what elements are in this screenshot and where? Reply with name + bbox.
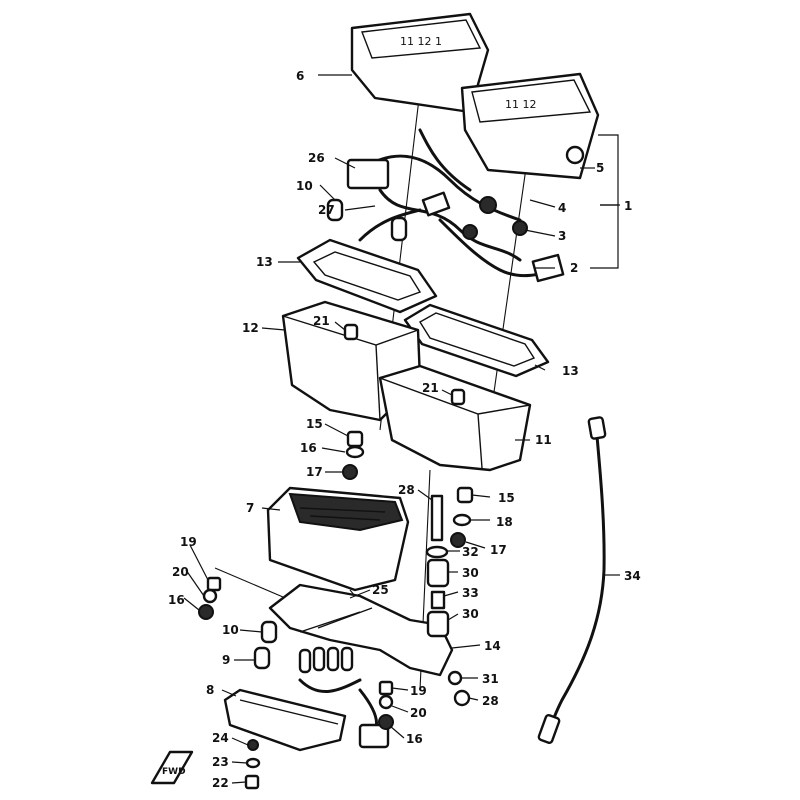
grommet-stack-left	[342, 430, 365, 480]
callout-21-right: 21	[422, 381, 439, 395]
forward-arrow-label: FWD	[162, 767, 186, 777]
callout-23: 23	[212, 755, 229, 769]
callout-16-mid: 16	[168, 593, 185, 607]
callout-labels: 6 5 1 4 3 2 26 10 27 13 12 21 13 21 11 1…	[168, 69, 641, 790]
callout-28-bottom: 28	[482, 694, 499, 708]
callout-31: 31	[482, 672, 499, 686]
bulb-cluster-lower	[253, 620, 362, 694]
callout-33: 33	[462, 586, 479, 600]
callout-14: 14	[484, 639, 501, 653]
callout-19-lower: 19	[410, 684, 427, 698]
svg-text:11 12: 11 12	[505, 98, 537, 111]
callout-7: 7	[246, 501, 254, 515]
right-meter-head: 11 12	[460, 72, 600, 180]
svg-text:11 12 1: 11 12 1	[400, 35, 442, 48]
callout-9: 9	[222, 653, 230, 667]
callout-20-left: 20	[172, 565, 189, 579]
gasket-right	[403, 303, 550, 378]
callout-22: 22	[212, 776, 229, 790]
callout-11: 11	[535, 433, 552, 447]
callout-27: 27	[318, 203, 335, 217]
case-right	[378, 364, 532, 472]
callout-32: 32	[462, 545, 479, 559]
callout-10-lower: 10	[222, 623, 239, 637]
callout-3: 3	[558, 229, 566, 243]
callout-6: 6	[296, 69, 304, 83]
indicator-panel	[266, 486, 410, 592]
callout-10-upper: 10	[296, 179, 313, 193]
callout-13-right: 13	[562, 364, 579, 378]
callout-5: 5	[596, 161, 604, 175]
callout-2: 2	[570, 261, 578, 275]
gasket-left	[296, 238, 438, 314]
lower-cover	[223, 688, 347, 752]
callout-17-left: 17	[306, 465, 323, 479]
left-meter-head: 11 12 1	[350, 12, 490, 114]
bulb-socket-upper	[326, 198, 408, 242]
connector-plug	[358, 688, 390, 749]
callout-4: 4	[558, 201, 566, 215]
callout-1: 1	[624, 199, 632, 213]
mounting-bracket	[268, 583, 454, 677]
callout-13-left: 13	[256, 255, 273, 269]
callout-34: 34	[624, 569, 641, 583]
leader-lines	[183, 74, 620, 784]
callout-15-left: 15	[306, 417, 323, 431]
callout-20-lower: 20	[410, 706, 427, 720]
callout-30-lower: 30	[462, 607, 479, 621]
screw-stack-left	[198, 576, 222, 620]
grommet-stack-right	[450, 486, 474, 548]
callout-21-left: 21	[313, 314, 330, 328]
callout-16-lower: 16	[406, 732, 423, 746]
callout-18-right: 18	[496, 515, 513, 529]
callout-25: 25	[372, 583, 389, 597]
callout-16-left: 16	[300, 441, 317, 455]
callout-24: 24	[212, 731, 229, 745]
forward-arrow: FWD	[150, 750, 194, 785]
callout-8: 8	[206, 683, 214, 697]
callout-26: 26	[308, 151, 325, 165]
fastener-stack-bottom	[244, 739, 261, 790]
speedometer-cable	[537, 416, 607, 744]
callout-17-right: 17	[490, 543, 507, 557]
callout-15-right: 15	[498, 491, 515, 505]
wiring-harness	[346, 128, 565, 283]
callout-28-top: 28	[398, 483, 415, 497]
callout-30-upper: 30	[462, 566, 479, 580]
stud-stack	[425, 494, 471, 707]
callout-19-left: 19	[180, 535, 197, 549]
screw-stack-lower	[378, 680, 394, 730]
callout-12: 12	[242, 321, 259, 335]
